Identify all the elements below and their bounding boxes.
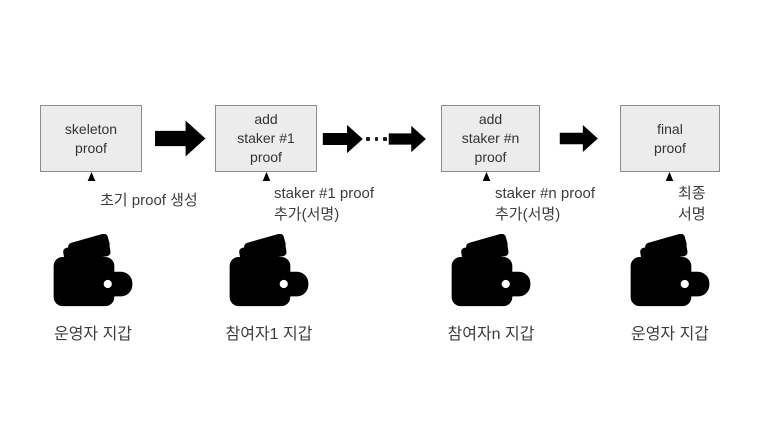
stage2-up-arrow-icon xyxy=(262,172,271,228)
stage4-up-arrow-icon xyxy=(665,172,674,228)
stage3-up-arrow-icon xyxy=(482,172,491,228)
stage3-box-label: add staker #n proof xyxy=(461,111,520,165)
stage1-box: skeleton proof xyxy=(40,105,142,172)
flow-arrow-1-icon xyxy=(155,120,206,157)
wallet-icon xyxy=(53,234,133,307)
stage4-note: 최종 서명 xyxy=(678,185,706,223)
stage2-wallet-label: 참여자1 지갑 xyxy=(225,326,313,343)
stage2-box-label: add staker #1 proof xyxy=(237,111,295,165)
stage1-note: 초기 proof 생성 xyxy=(100,192,198,209)
ellipsis-dots xyxy=(366,137,387,141)
wallet-icon xyxy=(630,234,710,307)
stage4-box: final proof xyxy=(620,105,720,172)
stage1-box-label: skeleton proof xyxy=(64,120,118,156)
flow-arrow-4-icon xyxy=(559,125,598,152)
stage3-wallet-label: 참여자n 지갑 xyxy=(447,326,535,343)
stage4-box-label: final proof xyxy=(654,120,686,156)
flow-arrow-2-icon xyxy=(322,124,363,154)
flow-arrow-3-icon xyxy=(388,125,426,153)
stage1-wallet-label: 운영자 지갑 xyxy=(53,326,133,343)
stage2-note: staker #1 proof 추가(서명) xyxy=(274,185,375,223)
stage2-box: add staker #1 proof xyxy=(215,105,317,172)
wallet-icon xyxy=(451,234,531,307)
wallet-icon xyxy=(229,234,309,307)
stage3-note: staker #n proof 추가(서명) xyxy=(495,185,596,223)
stage3-box: add staker #n proof xyxy=(441,105,540,172)
stage4-wallet-label: 운영자 지갑 xyxy=(630,326,710,343)
stage1-up-arrow-icon xyxy=(87,172,96,228)
